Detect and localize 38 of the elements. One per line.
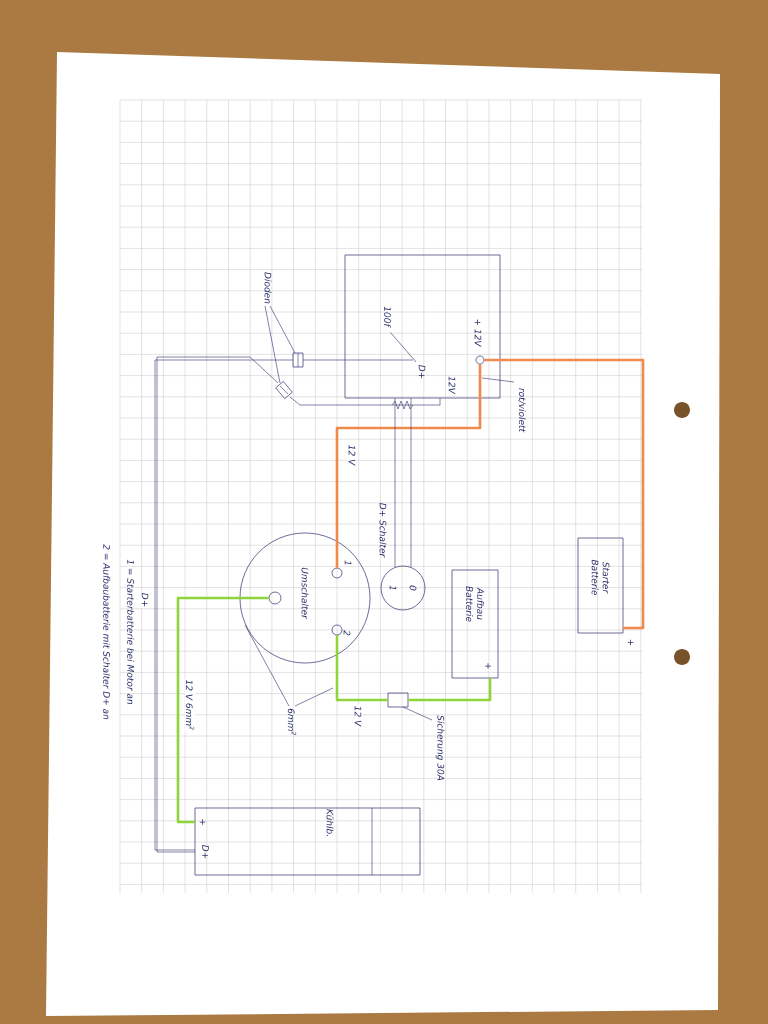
handwritten-text: rot/violett [518,388,526,433]
handwritten-text: D+ [418,365,426,379]
edge-label: 12 V [347,443,357,467]
diode-symbol [275,381,293,399]
leader-line [390,332,417,363]
terminal-label: D+ Schalter [379,503,387,558]
handwritten-text: 100f [384,306,391,328]
terminal-label: + [627,639,634,646]
wire [484,358,645,630]
wire [289,396,441,406]
leader-line [294,687,334,707]
edge-label: 12 V 6mm$^{2}$ [184,678,196,732]
edge-label: 12 V [353,704,363,728]
note-text: 2 = Aufbaubatterie mit Schalter D+ an [103,544,111,720]
wire [335,364,482,568]
leader-line [481,377,515,383]
note-text: 1 = Starterbatterie bei Motor an [127,559,135,705]
component-box: Aufbau Batterie + [451,569,499,679]
fuse-symbol [387,692,409,708]
wire [410,397,412,568]
diode-symbol [292,352,304,368]
leader-line [269,305,296,354]
leader-line [244,624,290,707]
leader-line [302,359,414,361]
wire [394,397,396,568]
wire [408,678,492,702]
terminal-label: 2 [343,630,351,636]
wire [176,596,269,824]
handwritten-text: Dioden [264,272,272,304]
component-box: Starter Batterie [577,537,624,634]
handwritten-text: Sicherung 30A [435,715,445,781]
component-box: Kühlb. + D+ [194,807,421,876]
handwritten-text: 6mm$^{2}$ [287,708,297,735]
leader-line [264,305,281,384]
leader-line [402,706,433,721]
edge-label: D+ [140,591,150,609]
wire [335,635,388,702]
terminal-label: 1 [344,560,352,565]
